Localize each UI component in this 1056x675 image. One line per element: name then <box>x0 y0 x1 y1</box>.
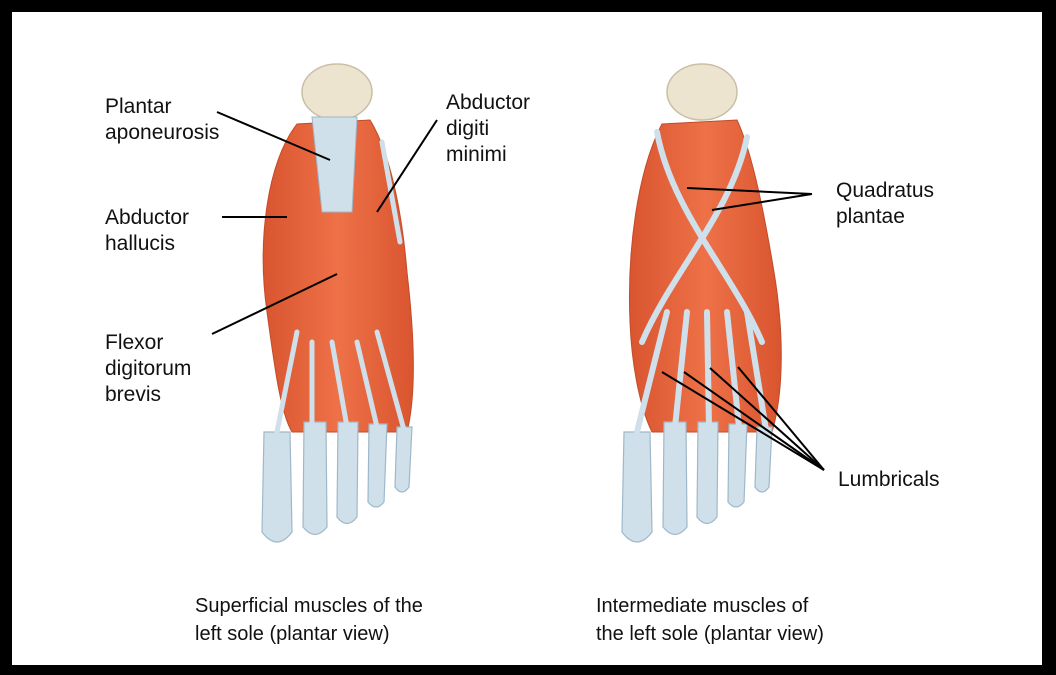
label-abductor-digiti-minimi: Abductor digiti minimi <box>446 90 530 168</box>
right-heel-bone <box>667 64 737 120</box>
left-toes <box>262 422 412 542</box>
label-lumbricals: Lumbricals <box>838 467 940 493</box>
diagram-panel: Plantar aponeurosis Abductor hallucis Fl… <box>12 12 1042 665</box>
left-heel-bone <box>302 64 372 120</box>
label-abductor-hallucis: Abductor hallucis <box>105 205 189 257</box>
label-plantar-aponeurosis: Plantar aponeurosis <box>105 94 219 146</box>
right-toes <box>622 422 772 542</box>
left-foot <box>212 64 437 542</box>
caption-superficial: Superficial muscles of the left sole (pl… <box>195 592 423 648</box>
label-quadratus-plantae: Quadratus plantae <box>836 178 934 230</box>
right-foot <box>622 64 824 542</box>
label-flexor-digitorum-brevis: Flexor digitorum brevis <box>105 330 191 408</box>
caption-intermediate: Intermediate muscles of the left sole (p… <box>596 592 824 648</box>
